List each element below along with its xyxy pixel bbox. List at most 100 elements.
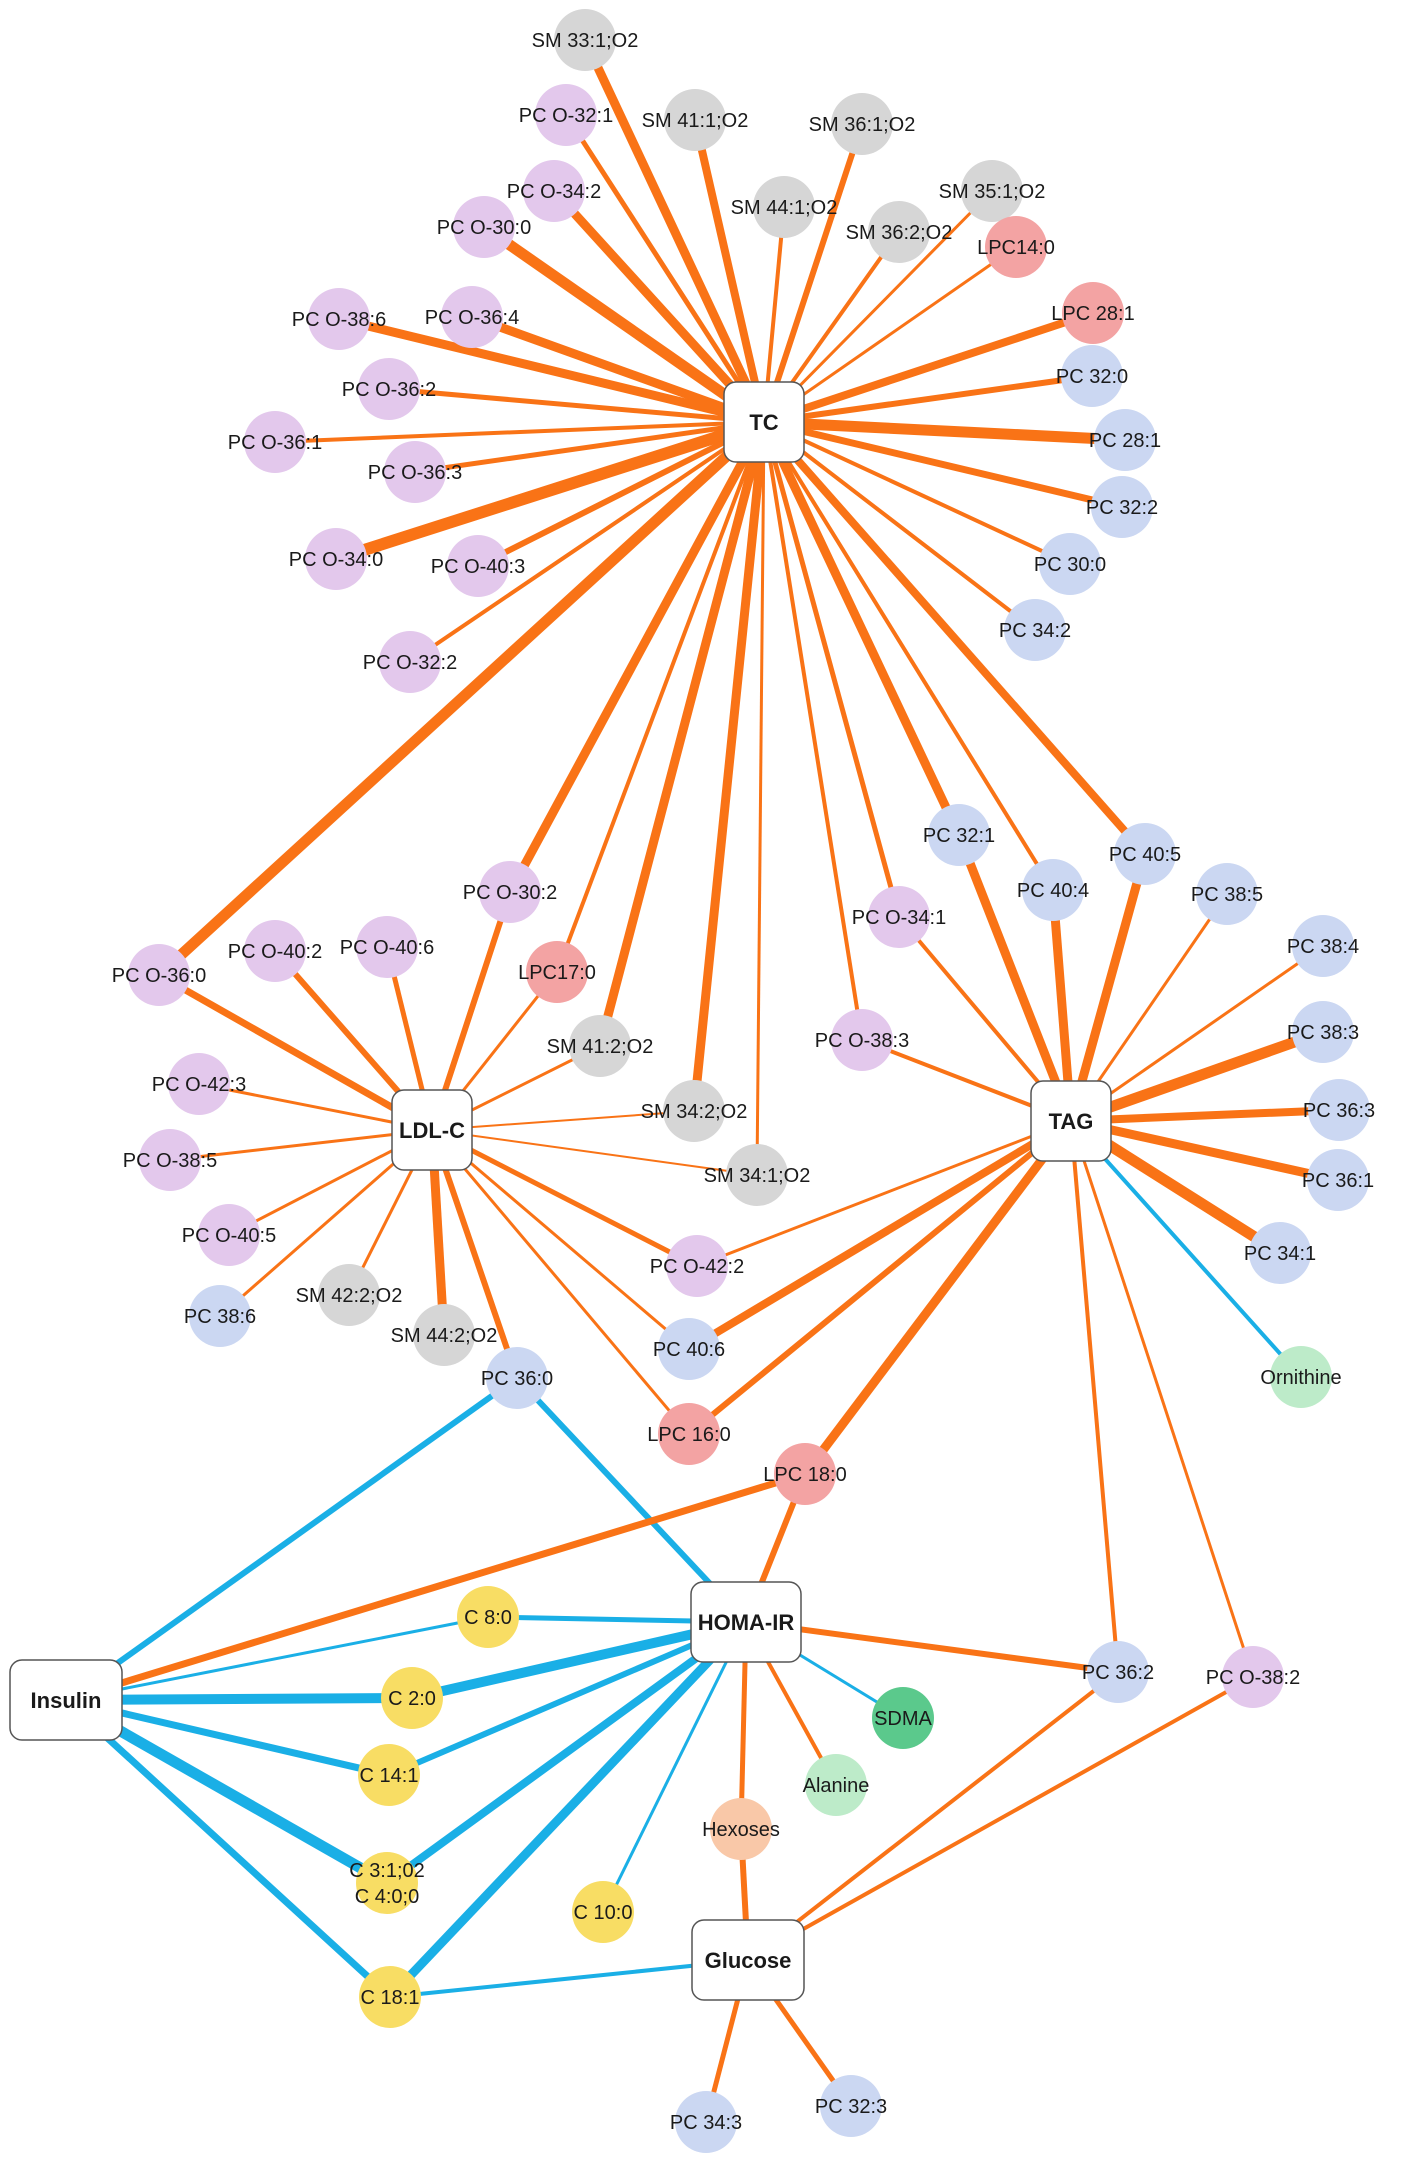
- edge-tc-pc34-2: [762, 420, 1037, 632]
- node-label: C 4:0;0: [355, 1886, 419, 1908]
- node-pc30-0: PC 30:0: [1034, 533, 1106, 595]
- edge-tag-pc32-1: [954, 833, 1076, 1123]
- edge-tc-pc30-0: [763, 420, 1071, 566]
- node-label: PC O-36:3: [368, 462, 462, 484]
- hub-box: [690, 1581, 802, 1663]
- node-pco38-2: PC O-38:2: [1206, 1646, 1300, 1708]
- node-lpc14-0: LPC14:0: [977, 216, 1055, 278]
- node-label: PC O-40:5: [182, 1225, 276, 1247]
- node-label: PC O-36:4: [425, 307, 519, 329]
- node-circle: [664, 89, 726, 151]
- node-lpc28-1: LPC 28:1: [1051, 282, 1135, 344]
- node-pc36-1: PC 36:1: [1302, 1149, 1374, 1211]
- node-pco38-5: PC O-38:5: [123, 1129, 217, 1191]
- node-sm44-1: SM 44:1;O2: [731, 176, 838, 238]
- node-label: PC O-42:2: [650, 1256, 744, 1278]
- node-circle: [1061, 345, 1123, 407]
- node-label: SM 33:1;O2: [532, 30, 639, 52]
- node-sm36-2: SM 36:2;O2: [846, 201, 952, 263]
- node-pc36-0: PC 36:0: [481, 1347, 553, 1409]
- edge-tc-pco38-6: [337, 314, 766, 427]
- hub-box: [723, 381, 805, 463]
- node-pc38-3: PC 38:3: [1287, 1001, 1359, 1063]
- hub-box: [391, 1089, 473, 1171]
- node-c8-0: C 8:0: [457, 1586, 519, 1648]
- node-circle: [831, 1009, 893, 1071]
- node-pco40-3: PC O-40:3: [431, 535, 525, 597]
- node-pco40-6: PC O-40:6: [340, 916, 434, 978]
- hub-tag: TAG: [1030, 1080, 1112, 1162]
- node-circle: [872, 1687, 934, 1749]
- node-pco42-2: PC O-42:2: [650, 1235, 744, 1297]
- edge-tag-ornithine: [1069, 1119, 1303, 1379]
- edge-tag-lpc18-0: [801, 1118, 1075, 1477]
- node-circle: [1270, 1346, 1332, 1408]
- edge-tc-pco36-1: [274, 420, 765, 444]
- node-label: PC 32:1: [923, 825, 995, 847]
- node-circle: [413, 1304, 475, 1366]
- edge-tc-pco30-2: [506, 419, 768, 895]
- node-circle: [1308, 1079, 1370, 1141]
- node-pc38-6: PC 38:6: [184, 1285, 256, 1347]
- node-circle: [535, 84, 597, 146]
- hub-box: [9, 1659, 123, 1741]
- node-label: SM 44:1;O2: [731, 197, 838, 219]
- node-circle: [774, 1443, 836, 1505]
- node-pc32-2: PC 32:2: [1086, 476, 1158, 538]
- node-circle: [189, 1285, 251, 1347]
- node-circle: [868, 886, 930, 948]
- node-circle: [381, 1667, 443, 1729]
- node-c2-0: C 2:0: [381, 1667, 443, 1729]
- node-pc34-3: PC 34:3: [670, 2091, 742, 2153]
- node-circle: [868, 201, 930, 263]
- node-circle: [658, 1403, 720, 1465]
- node-pc34-1: PC 34:1: [1244, 1222, 1316, 1284]
- node-circle: [1196, 863, 1258, 925]
- node-circle: [1087, 1641, 1149, 1703]
- node-circle: [139, 1129, 201, 1191]
- node-pco32-1: PC O-32:1: [519, 84, 613, 146]
- node-label: PC 36:2: [1082, 1662, 1154, 1684]
- node-label: PC 34:3: [670, 2112, 742, 2134]
- edge-homair-c18-1: [386, 1618, 750, 2001]
- node-pc40-5: PC 40:5: [1109, 823, 1181, 885]
- edge-homair-pc36-2: [745, 1619, 1119, 1675]
- edge-tc-pco36-3: [414, 419, 765, 475]
- hub-label: Insulin: [31, 1688, 102, 1713]
- node-label: C 14:1: [360, 1765, 419, 1787]
- node-circle: [710, 1798, 772, 1860]
- node-label: SM 42:2;O2: [296, 1285, 403, 1307]
- node-label: PC O-32:2: [363, 652, 457, 674]
- node-circle: [384, 441, 446, 503]
- edge-tc-sm34-1: [755, 421, 766, 1176]
- node-pc36-2: PC 36:2: [1082, 1641, 1154, 1703]
- edge-tag-pc36-2: [1069, 1120, 1120, 1673]
- node-circle: [1062, 282, 1124, 344]
- edge-tc-sm34-2: [689, 421, 769, 1112]
- node-circle: [198, 1204, 260, 1266]
- edge-homair-c3-1: [384, 1618, 749, 1887]
- edge-ldlc-pco42-2: [430, 1127, 699, 1269]
- node-circle: [128, 944, 190, 1006]
- edge-tc-pco36-2: [388, 386, 765, 425]
- node-label: PC 36:1: [1302, 1170, 1374, 1192]
- node-circle: [356, 1852, 418, 1914]
- node-pco36-1: PC O-36:1: [228, 411, 322, 473]
- node-label: PC O-34:1: [852, 907, 946, 929]
- edge-tc-pco32-1: [563, 113, 767, 424]
- node-pc38-5: PC 38:5: [1191, 863, 1263, 925]
- node-circle: [1091, 476, 1153, 538]
- node-c10-0: C 10:0: [572, 1881, 634, 1943]
- node-pc40-4: PC 40:4: [1017, 859, 1089, 921]
- edge-insulin-c18-1: [63, 1697, 393, 2000]
- node-circle: [572, 1881, 634, 1943]
- edge-tag-pc38-4: [1070, 944, 1324, 1123]
- node-pco34-1: PC O-34:1: [852, 886, 946, 948]
- node-pco32-2: PC O-32:2: [363, 631, 457, 693]
- node-pco42-3: PC O-42:3: [152, 1053, 246, 1115]
- edge-ldlc-pco36-0: [157, 971, 434, 1134]
- edge-tag-pc38-3: [1069, 1026, 1325, 1127]
- node-circle: [479, 861, 541, 923]
- node-circle: [168, 1053, 230, 1115]
